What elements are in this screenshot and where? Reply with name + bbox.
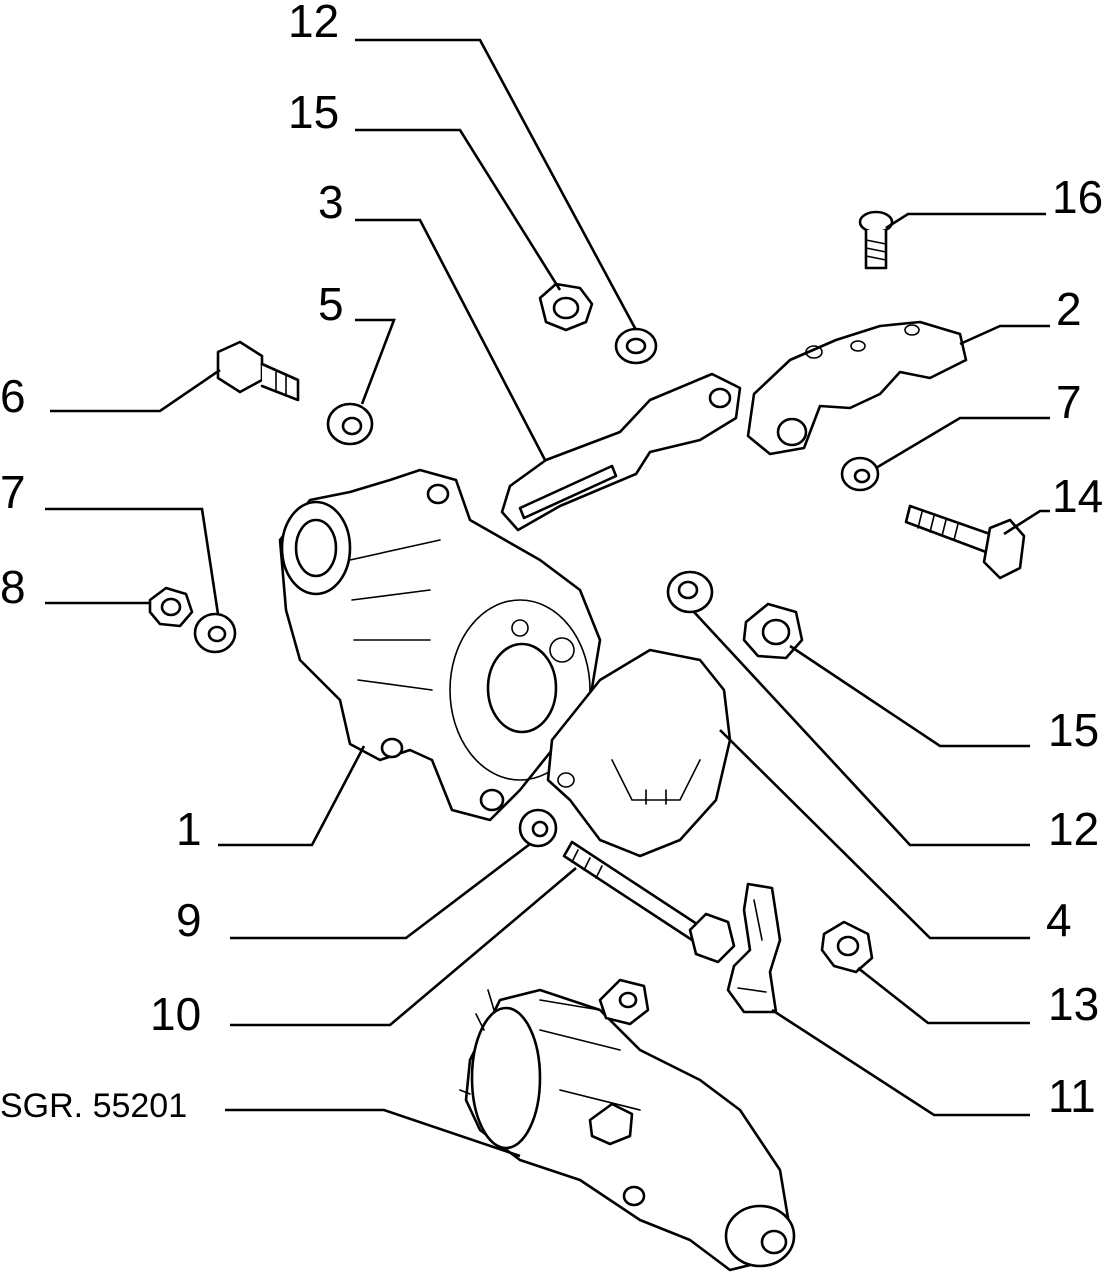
- alternator-part-1: [278, 468, 602, 822]
- leader-10: [230, 867, 577, 1027]
- leader-13: [857, 966, 1030, 1025]
- washer-part-12-top: [614, 327, 658, 365]
- nut-part-8: [148, 586, 194, 628]
- bracket-part-3: [500, 372, 742, 532]
- callout-8: 8: [0, 561, 26, 613]
- callout-15-top: 15: [288, 86, 339, 138]
- callout-4: 4: [1046, 894, 1072, 946]
- leader-7-left: [45, 507, 220, 615]
- nut-part-15-middle: [742, 602, 804, 660]
- callout-12-top: 12: [288, 0, 339, 47]
- leader-starter-ref: [225, 1108, 521, 1158]
- leader-2: [959, 324, 1050, 346]
- callout-7-left: 7: [0, 466, 26, 518]
- bracket-part-11: [726, 882, 782, 1014]
- washer-part-5: [326, 402, 374, 446]
- leader-6: [50, 368, 221, 413]
- callout-1: 1: [176, 803, 202, 855]
- bolt-part-16: [858, 210, 894, 270]
- callout-16: 16: [1052, 171, 1103, 223]
- support-part-2: [746, 320, 968, 456]
- leader-12-top: [355, 38, 638, 331]
- leader-7-right: [875, 416, 1050, 470]
- leader-11: [771, 1008, 1030, 1117]
- leader-16: [885, 212, 1046, 230]
- callout-15-middle: 15: [1048, 704, 1099, 756]
- leader-15-top: [355, 128, 562, 291]
- callout-9: 9: [176, 894, 202, 946]
- nut-part-15-top: [538, 282, 594, 332]
- washer-part-12-middle: [666, 570, 714, 614]
- bolt-part-6: [216, 340, 300, 402]
- callout-7-right: 7: [1056, 376, 1082, 428]
- washer-part-7-right: [840, 456, 880, 492]
- leader-5: [355, 318, 396, 405]
- leader-15-middle: [789, 644, 1030, 748]
- callout-13: 13: [1048, 978, 1099, 1030]
- cover-part-4: [546, 648, 732, 858]
- callout-2: 2: [1056, 283, 1082, 335]
- leader-12-middle: [693, 611, 1030, 847]
- leader-14: [1003, 509, 1050, 536]
- callout-5: 5: [318, 278, 344, 330]
- leader-4: [719, 729, 1030, 940]
- leader-9: [230, 842, 531, 940]
- starter-reference-label: SGR. 55201: [0, 1087, 187, 1125]
- leader-1: [218, 745, 366, 847]
- callout-14: 14: [1052, 470, 1103, 522]
- nut-part-13: [820, 920, 874, 974]
- washer-part-9: [518, 808, 558, 848]
- bolt-part-14: [904, 504, 1026, 580]
- callout-6: 6: [0, 370, 26, 422]
- callout-12-middle: 12: [1048, 803, 1099, 855]
- callout-10: 10: [150, 988, 201, 1040]
- starter-motor: [459, 978, 796, 1272]
- leader-3: [355, 218, 547, 461]
- callout-11: 11: [1048, 1070, 1096, 1122]
- callout-3: 3: [318, 176, 344, 228]
- washer-part-7-left: [193, 612, 237, 654]
- bolt-part-10: [562, 840, 736, 964]
